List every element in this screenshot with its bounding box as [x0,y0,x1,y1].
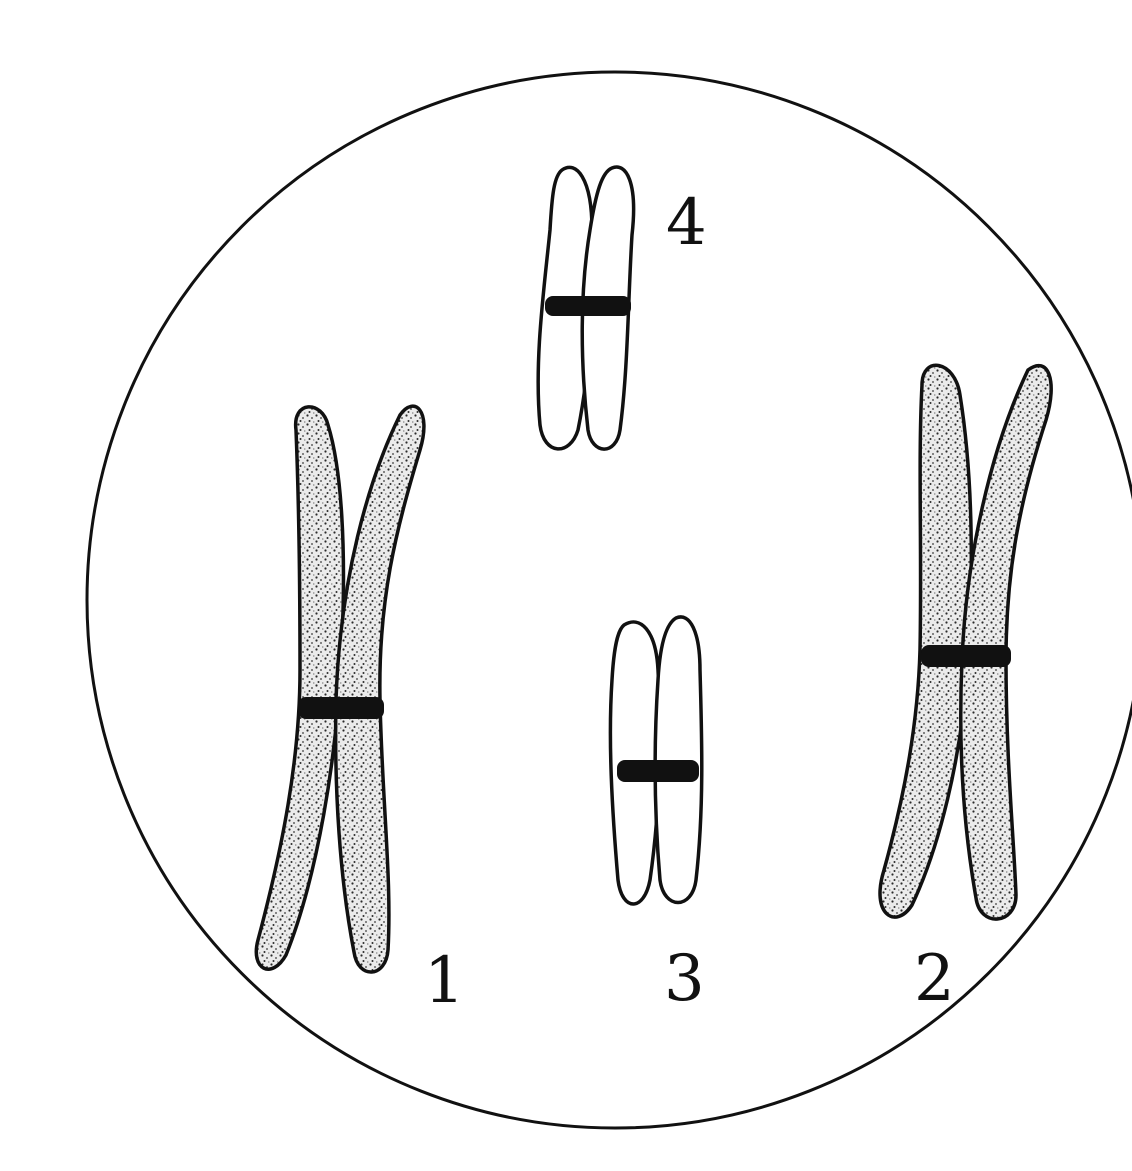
chromosome-2-centromere [921,645,1011,667]
chromosome-4 [538,167,633,449]
chromosome-3-centromere [617,760,699,782]
chromosome-3-chromatid-right [655,617,702,903]
chromosome-4-centromere [545,296,631,316]
chromosome-3-label: 3 [664,942,705,1016]
chromosome-1-label: 1 [424,944,465,1018]
chromosome-1-centromere [298,697,384,719]
chromosome-4-label: 4 [666,186,707,260]
chromosome-2-label: 2 [914,942,955,1016]
